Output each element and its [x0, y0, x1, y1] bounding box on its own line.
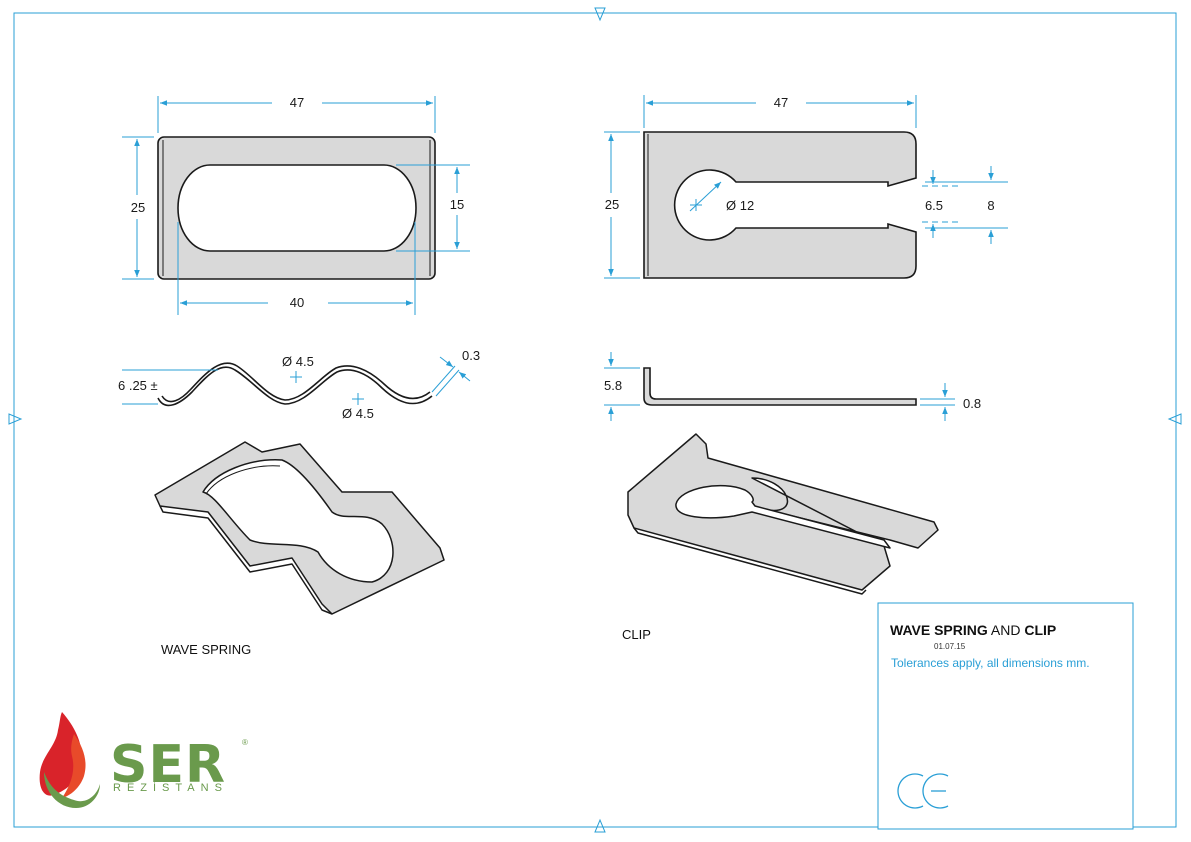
- dim-clip-side-height: 5.8: [604, 378, 622, 393]
- title-part2: CLIP: [1024, 622, 1056, 638]
- dim-wave-radius-top: Ø 4.5: [282, 354, 314, 369]
- ce-mark-icon: [897, 773, 949, 809]
- dim-wave-top-width: 47: [290, 95, 304, 110]
- label-wave-spring: WAVE SPRING: [161, 642, 251, 657]
- dim-clip-hole-diameter: Ø 12: [726, 198, 754, 213]
- label-clip: CLIP: [622, 627, 651, 642]
- title-and: AND: [988, 622, 1025, 638]
- clip-top-dimensions: [604, 95, 1008, 279]
- title-block: WAVE SPRING AND CLIP 01.07.15 Tolerances…: [877, 602, 1134, 830]
- clip-top-view: [643, 131, 917, 279]
- logo-registered: ®: [242, 738, 248, 747]
- title-block-tolerance-note: Tolerances apply, all dimensions mm.: [891, 656, 1090, 670]
- dim-wave-slot-height: 15: [450, 197, 464, 212]
- wave-spring-top-view: [157, 136, 436, 280]
- dim-wave-radius-bottom: Ø 4.5: [342, 406, 374, 421]
- dim-wave-top-height: 25: [131, 200, 145, 215]
- logo-brand: SER: [110, 735, 226, 795]
- flame-icon: [39, 712, 100, 808]
- clip-isometric: [627, 433, 939, 595]
- title-part1: WAVE SPRING: [890, 622, 988, 638]
- wave-spring-side-dimensions: [122, 356, 471, 405]
- dim-clip-top-width: 47: [774, 95, 788, 110]
- wave-spring-top-dimensions: [122, 96, 470, 315]
- dim-wave-thickness: 0.3: [462, 348, 480, 363]
- title-block-date: 01.07.15: [934, 642, 966, 651]
- center-mark-right-icon: [1167, 413, 1182, 425]
- wave-spring-side-view: [157, 362, 433, 407]
- dim-clip-top-height: 25: [605, 197, 619, 212]
- title-block-title: WAVE SPRING AND CLIP: [890, 622, 1056, 638]
- center-mark-left-icon: [8, 413, 23, 425]
- center-mark-top-icon: [594, 7, 606, 22]
- dim-wave-side-height: 6 .25 ±: [118, 378, 158, 393]
- dim-wave-slot-length: 40: [290, 295, 304, 310]
- sheet-frame: [8, 7, 1182, 833]
- logo-sub: REZİSTANS: [113, 781, 228, 794]
- dim-clip-opening-width: 8: [987, 198, 994, 213]
- clip-side-dimensions: [604, 352, 955, 421]
- clip-side-view: [643, 367, 917, 406]
- ser-logo: SER ® REZİSTANS: [39, 712, 248, 808]
- wave-spring-isometric: [154, 441, 445, 615]
- center-mark-bottom-icon: [594, 818, 606, 833]
- dim-clip-side-thickness: 0.8: [963, 396, 981, 411]
- dim-clip-slot-width: 6.5: [925, 198, 943, 213]
